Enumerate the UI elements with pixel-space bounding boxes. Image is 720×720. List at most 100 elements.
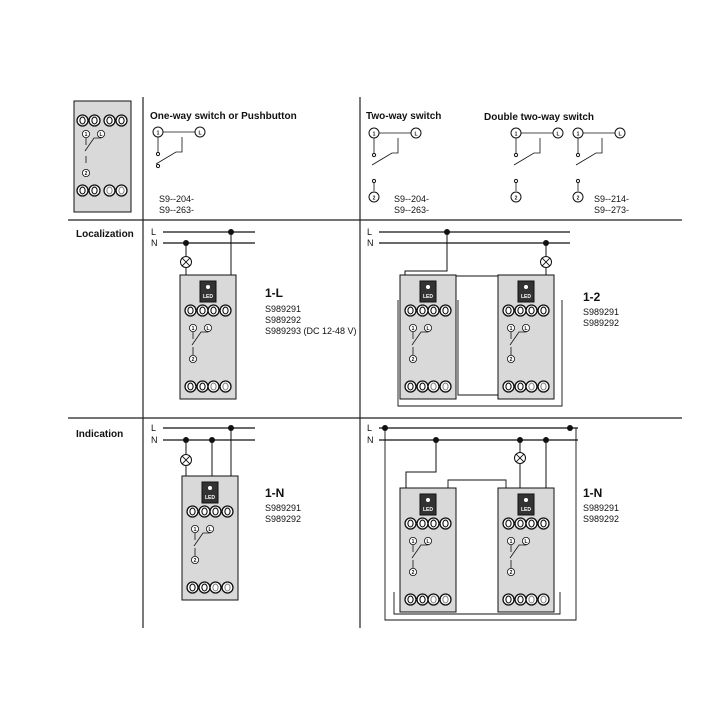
- terminal-label: 2: [412, 357, 415, 363]
- wire: [384, 428, 577, 621]
- terminal-screw: [540, 519, 547, 528]
- terminal-label-circle: [408, 323, 417, 332]
- line-label-L: L: [367, 227, 372, 237]
- wire: [457, 300, 499, 396]
- line-label-N: N: [151, 238, 158, 248]
- terminal-screw: [201, 583, 208, 592]
- contact: [575, 178, 581, 184]
- wire: [447, 479, 507, 515]
- terminal-label-circle: [408, 537, 417, 546]
- panel-code: S989292: [583, 318, 619, 328]
- line-label-N: N: [367, 238, 374, 248]
- wire: [397, 300, 563, 407]
- code-two-way-1: S9--204-: [394, 194, 429, 204]
- terminal-screw: [106, 116, 113, 125]
- switch-contact: [509, 331, 527, 346]
- panel-code: S989293 (DC 12-48 V): [265, 326, 357, 336]
- junction-dot: [567, 425, 573, 431]
- switch-contact: [509, 544, 527, 559]
- led-window: [199, 280, 217, 303]
- terminal-label: 2: [192, 357, 195, 363]
- mode-label-ind-double: 1-N: [583, 486, 602, 500]
- terminal-screw: [540, 306, 547, 315]
- terminal-screw: [189, 507, 196, 516]
- terminal-label: L: [208, 527, 211, 533]
- code-double-2: S9--273-: [594, 205, 629, 215]
- led-label: LED: [423, 507, 433, 513]
- terminal-label: 1: [510, 326, 513, 332]
- terminal-label: 1: [577, 132, 580, 138]
- contact: [371, 178, 377, 184]
- terminal-screw: [407, 595, 414, 604]
- led-label: LED: [205, 495, 215, 501]
- terminal-label: 1: [373, 132, 376, 138]
- terminal-screw: [430, 382, 437, 391]
- led-window: [419, 280, 437, 303]
- terminal-label: L: [426, 326, 429, 332]
- led-window: [517, 280, 535, 303]
- terminal-label: L: [524, 539, 527, 545]
- terminal-screw: [210, 306, 217, 315]
- line-label-N: N: [151, 435, 158, 445]
- code-two-way-2: S9--263-: [394, 205, 429, 215]
- terminal-label: 2: [373, 196, 376, 202]
- line-label-L: L: [151, 423, 156, 433]
- terminal-screw: [189, 583, 196, 592]
- terminal-label: L: [206, 326, 209, 332]
- line-label-L: L: [367, 423, 372, 433]
- lamp-cross: [515, 453, 525, 463]
- terminal-screw: [210, 382, 217, 391]
- terminal-screw: [419, 382, 426, 391]
- terminal-screw: [187, 306, 194, 315]
- led-window: [201, 481, 219, 504]
- terminal-label: L: [556, 132, 559, 138]
- terminal-screw: [419, 519, 426, 528]
- wire: [393, 592, 561, 615]
- panel-code: S989292: [583, 514, 619, 524]
- terminal-screw: [407, 382, 414, 391]
- led-window: [419, 493, 437, 516]
- terminal-label-circle: [408, 568, 417, 577]
- led-window: [517, 493, 535, 516]
- terminal-screw: [212, 507, 219, 516]
- switch-lever: [155, 137, 183, 165]
- terminal-screw: [528, 595, 535, 604]
- terminal-label-circle: [188, 354, 197, 363]
- terminal-screw: [222, 306, 229, 315]
- code-double-1: S9--214-: [594, 194, 629, 204]
- contact: [371, 152, 377, 158]
- terminal-screw: [224, 583, 231, 592]
- terminal-screw: [407, 519, 414, 528]
- terminal-screw: [419, 595, 426, 604]
- lamp-cross: [541, 257, 551, 267]
- terminal-label-circle: [506, 537, 515, 546]
- terminal-label: L: [524, 326, 527, 332]
- terminal-screw: [505, 382, 512, 391]
- terminal-screw: [517, 519, 524, 528]
- switch-lever: [371, 138, 399, 166]
- terminal-label: 1: [157, 131, 160, 137]
- terminal-label-circle: [188, 323, 197, 332]
- terminal-screw: [430, 595, 437, 604]
- contact: [575, 152, 581, 158]
- terminal-screw: [505, 595, 512, 604]
- terminal-label: L: [426, 539, 429, 545]
- terminal-label: 1: [192, 326, 195, 332]
- terminal-label: 2: [194, 558, 197, 564]
- terminal-screw: [505, 306, 512, 315]
- panel-code: S989291: [583, 307, 619, 317]
- code-one-way-2: S9--263-: [159, 205, 194, 215]
- terminal-screw: [517, 306, 524, 315]
- terminal-screw: [199, 382, 206, 391]
- terminal-screw: [118, 186, 125, 195]
- terminal-label-circle: [506, 323, 515, 332]
- panel-code: S989291: [583, 503, 619, 513]
- terminal-screw: [187, 382, 194, 391]
- row-label-indication: Indication: [76, 429, 123, 440]
- terminal-screw: [224, 507, 231, 516]
